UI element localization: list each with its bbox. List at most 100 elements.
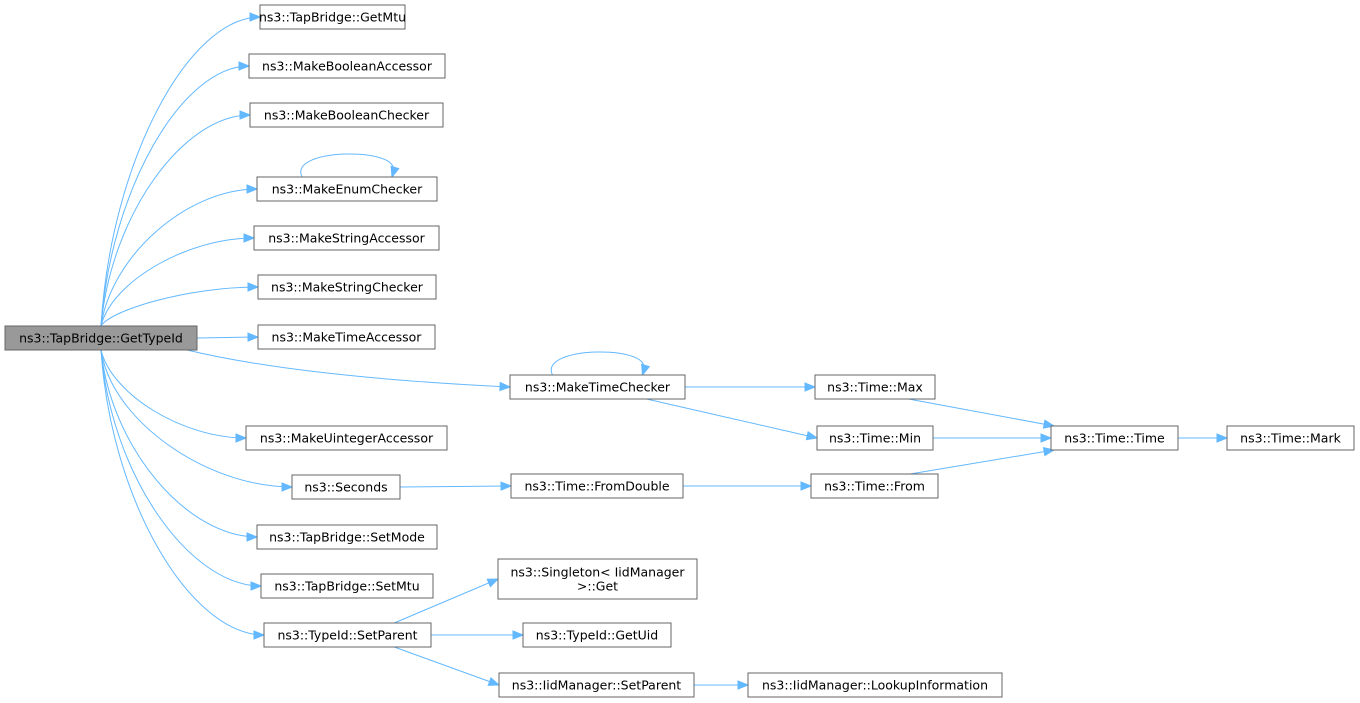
node-singleton-get-box <box>497 558 698 600</box>
edge-get-type-id-to-set-mode-arrowhead <box>246 532 259 542</box>
node-time-mark-box <box>1226 425 1355 451</box>
node-time-mark-label: ns3::Time::Mark <box>1240 431 1341 446</box>
node-get-mtu-label: ns3::TapBridge::GetMtu <box>259 10 406 25</box>
edge-set-parent-to-singleton-get-arrowhead <box>486 578 500 588</box>
node-seconds-box <box>291 474 401 500</box>
node-make-time-chk-label: ns3::MakeTimeChecker <box>525 380 671 395</box>
node-get-uid-label: ns3::TypeId::GetUid <box>536 628 658 643</box>
edge-get-type-id-to-seconds-arrowhead <box>281 482 294 492</box>
edge-get-type-id-to-get-mtu-arrowhead <box>249 12 262 22</box>
node-time-min[interactable]: ns3::Time::Min <box>816 425 934 451</box>
node-time-time-box <box>1050 425 1179 451</box>
node-make-str-chk-box <box>257 274 437 300</box>
edge-set-parent-to-iid-set-parent-arrowhead <box>487 676 501 686</box>
edge-get-type-id-to-make-bool-chk-arrowhead <box>239 110 252 120</box>
node-iid-set-parent-label: ns3::IidManager::SetParent <box>512 678 682 693</box>
node-time-max-label: ns3::Time::Max <box>827 380 923 395</box>
node-get-mtu[interactable]: ns3::TapBridge::GetMtu <box>259 4 406 30</box>
node-get-type-id-label: ns3::TapBridge::GetTypeId <box>19 331 183 346</box>
edge-seconds-to-from-double-arrowhead <box>500 481 513 491</box>
node-from-double[interactable]: ns3::Time::FromDouble <box>510 473 684 499</box>
node-make-uint-acc[interactable]: ns3::MakeUintegerAccessor <box>245 425 448 451</box>
node-from-double-label: ns3::Time::FromDouble <box>524 479 669 494</box>
edge-get-type-id-to-make-bool-chk <box>100 114 251 327</box>
node-make-enum-chk[interactable]: ns3::MakeEnumChecker <box>256 176 438 202</box>
node-seconds[interactable]: ns3::Seconds <box>291 474 401 500</box>
edge-get-type-id-to-set-parent <box>100 349 265 636</box>
edge-set-parent-to-iid-set-parent <box>394 646 500 686</box>
node-make-time-chk[interactable]: ns3::MakeTimeChecker <box>509 374 686 400</box>
edge-get-type-id-to-make-time-acc-arrowhead <box>247 332 260 342</box>
edge-get-type-id-to-make-uint-acc <box>100 349 247 439</box>
edge-get-type-id-to-make-str-acc-arrowhead <box>243 233 256 243</box>
edge-get-type-id-to-make-uint-acc-arrowhead <box>235 433 248 443</box>
node-lookup-info-box <box>747 672 1003 698</box>
node-make-bool-acc[interactable]: ns3::MakeBooleanAccessor <box>248 53 446 79</box>
node-get-type-id[interactable]: ns3::TapBridge::GetTypeId <box>4 325 198 351</box>
node-make-str-acc-label: ns3::MakeStringAccessor <box>268 231 425 246</box>
node-set-parent-box <box>263 622 432 648</box>
edge-get-type-id-to-make-str-acc <box>100 237 255 327</box>
edge-get-type-id-to-make-enum-chk <box>100 188 258 327</box>
edge-get-type-id-to-make-time-chk <box>186 349 511 388</box>
edge-make-time-chk-to-time-max-arrowhead <box>804 382 817 392</box>
node-time-max[interactable]: ns3::Time::Max <box>814 374 936 400</box>
node-time-from[interactable]: ns3::Time::From <box>810 473 939 499</box>
node-set-mode[interactable]: ns3::TapBridge::SetMode <box>256 524 438 550</box>
edge-seconds-to-from-double <box>399 485 512 488</box>
node-get-uid[interactable]: ns3::TypeId::GetUid <box>522 622 672 648</box>
node-set-parent[interactable]: ns3::TypeId::SetParent <box>263 622 432 648</box>
node-set-mtu-label: ns3::TapBridge::SetMtu <box>274 579 419 594</box>
node-time-time[interactable]: ns3::Time::Time <box>1050 425 1179 451</box>
node-seconds-label: ns3::Seconds <box>304 480 387 495</box>
node-time-from-label: ns3::Time::From <box>824 479 925 494</box>
node-set-mode-box <box>256 524 438 550</box>
node-time-min-box <box>816 425 934 451</box>
node-time-mark[interactable]: ns3::Time::Mark <box>1226 425 1355 451</box>
node-iid-set-parent-box <box>498 672 695 698</box>
node-set-mtu-box <box>260 573 434 599</box>
node-make-str-chk-label: ns3::MakeStringChecker <box>271 280 424 295</box>
node-get-uid-box <box>522 622 672 648</box>
edge-from-double-to-time-from-arrowhead <box>800 481 813 491</box>
node-make-bool-chk[interactable]: ns3::MakeBooleanChecker <box>249 102 444 128</box>
edge-time-time-to-time-mark-arrowhead <box>1216 433 1229 443</box>
edge-get-type-id-to-set-mtu-arrowhead <box>250 581 263 591</box>
node-make-bool-chk-box <box>249 102 444 128</box>
edge-get-type-id-to-set-mtu <box>100 349 262 587</box>
edge-get-type-id-to-make-enum-chk-arrowhead <box>246 184 259 194</box>
node-make-str-chk[interactable]: ns3::MakeStringChecker <box>257 274 437 300</box>
node-make-enum-chk-box <box>256 176 438 202</box>
edge-set-parent-to-get-uid-arrowhead <box>512 630 525 640</box>
node-set-mtu[interactable]: ns3::TapBridge::SetMtu <box>260 573 434 599</box>
node-set-parent-label: ns3::TypeId::SetParent <box>277 628 417 643</box>
edge-iid-set-parent-to-lookup-info-arrowhead <box>737 680 750 690</box>
node-set-mode-label: ns3::TapBridge::SetMode <box>269 530 425 545</box>
node-time-max-box <box>814 374 936 400</box>
node-get-type-id-box <box>4 325 198 351</box>
edge-get-type-id-to-set-parent-arrowhead <box>253 630 266 640</box>
edge-get-type-id-to-set-mode <box>100 349 258 538</box>
node-singleton-get-label-line-1: ns3::Singleton< IidManager <box>510 565 685 580</box>
node-lookup-info-label: ns3::IidManager::LookupInformation <box>762 678 988 693</box>
edge-make-time-chk-to-make-time-chk-arrowhead <box>641 363 651 377</box>
node-make-time-acc[interactable]: ns3::MakeTimeAccessor <box>257 324 436 350</box>
node-time-min-label: ns3::Time::Min <box>829 431 921 446</box>
node-time-time-label: ns3::Time::Time <box>1064 431 1165 446</box>
node-singleton-get[interactable]: ns3::Singleton< IidManager>::Get <box>497 558 698 600</box>
edge-make-time-chk-to-time-min <box>646 398 818 439</box>
node-make-str-acc[interactable]: ns3::MakeStringAccessor <box>253 225 440 251</box>
node-lookup-info[interactable]: ns3::IidManager::LookupInformation <box>747 672 1003 698</box>
node-iid-set-parent[interactable]: ns3::IidManager::SetParent <box>498 672 695 698</box>
node-make-bool-chk-label: ns3::MakeBooleanChecker <box>264 108 430 123</box>
edge-make-enum-chk-to-make-enum-chk <box>300 153 394 178</box>
edge-get-type-id-to-make-str-chk-arrowhead <box>247 282 260 292</box>
edge-time-min-to-time-time-arrowhead <box>1040 433 1053 443</box>
call-graph-nodes: ns3::TapBridge::GetTypeIdns3::TapBridge:… <box>4 4 1355 698</box>
edge-get-type-id-to-get-mtu <box>100 16 261 327</box>
node-make-time-chk-box <box>509 374 686 400</box>
edge-make-time-chk-to-make-time-chk <box>550 351 645 376</box>
node-get-mtu-box <box>259 4 406 30</box>
edge-get-type-id-to-make-time-chk-arrowhead <box>499 381 512 392</box>
